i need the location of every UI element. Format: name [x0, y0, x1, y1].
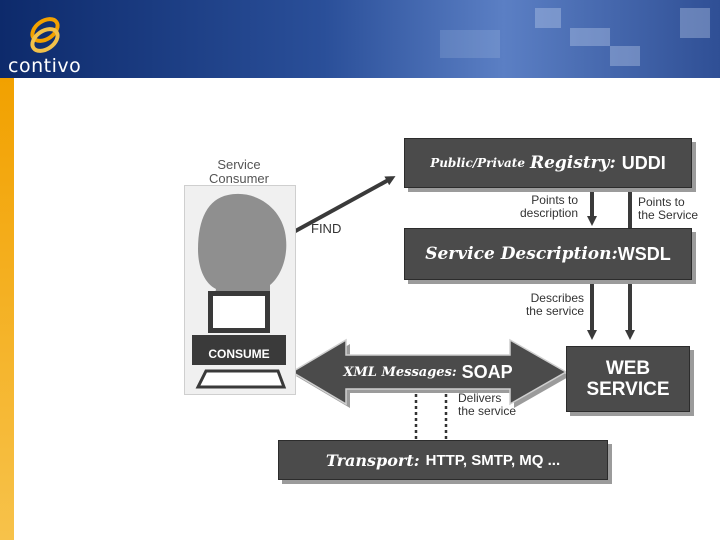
consumer-title: Service Consumer	[209, 157, 269, 186]
banner-decoration	[535, 8, 561, 28]
consume-label: CONSUME	[208, 347, 270, 361]
logo-text: contivo	[8, 55, 82, 77]
describes-service-label: Describes the service	[525, 291, 584, 318]
soap-message-label: XML Messages: SOAP	[343, 361, 513, 382]
banner-decoration	[440, 30, 500, 58]
banner-decoration	[570, 28, 610, 46]
registry-box: Public/Private Registry: UDDI	[404, 138, 692, 188]
web-service-box: WEB SERVICE	[566, 346, 690, 412]
points-to-description-label: Points to description	[519, 193, 578, 220]
banner-decoration	[610, 46, 640, 66]
service-description-box: Service Description: WSDL	[404, 228, 692, 280]
header-banner	[0, 0, 720, 78]
user-silhouette-icon	[192, 193, 287, 389]
delivers-service-label: Delivers the service	[458, 391, 517, 418]
banner-decoration	[680, 8, 710, 38]
side-accent-bar	[0, 78, 14, 540]
transport-box: Transport: HTTP, SMTP, MQ ...	[278, 440, 608, 480]
points-to-service-label: Points to the Service	[638, 195, 699, 222]
contivo-logo-icon	[30, 17, 60, 53]
find-label: FIND	[311, 221, 342, 236]
find-arrow	[289, 176, 396, 236]
